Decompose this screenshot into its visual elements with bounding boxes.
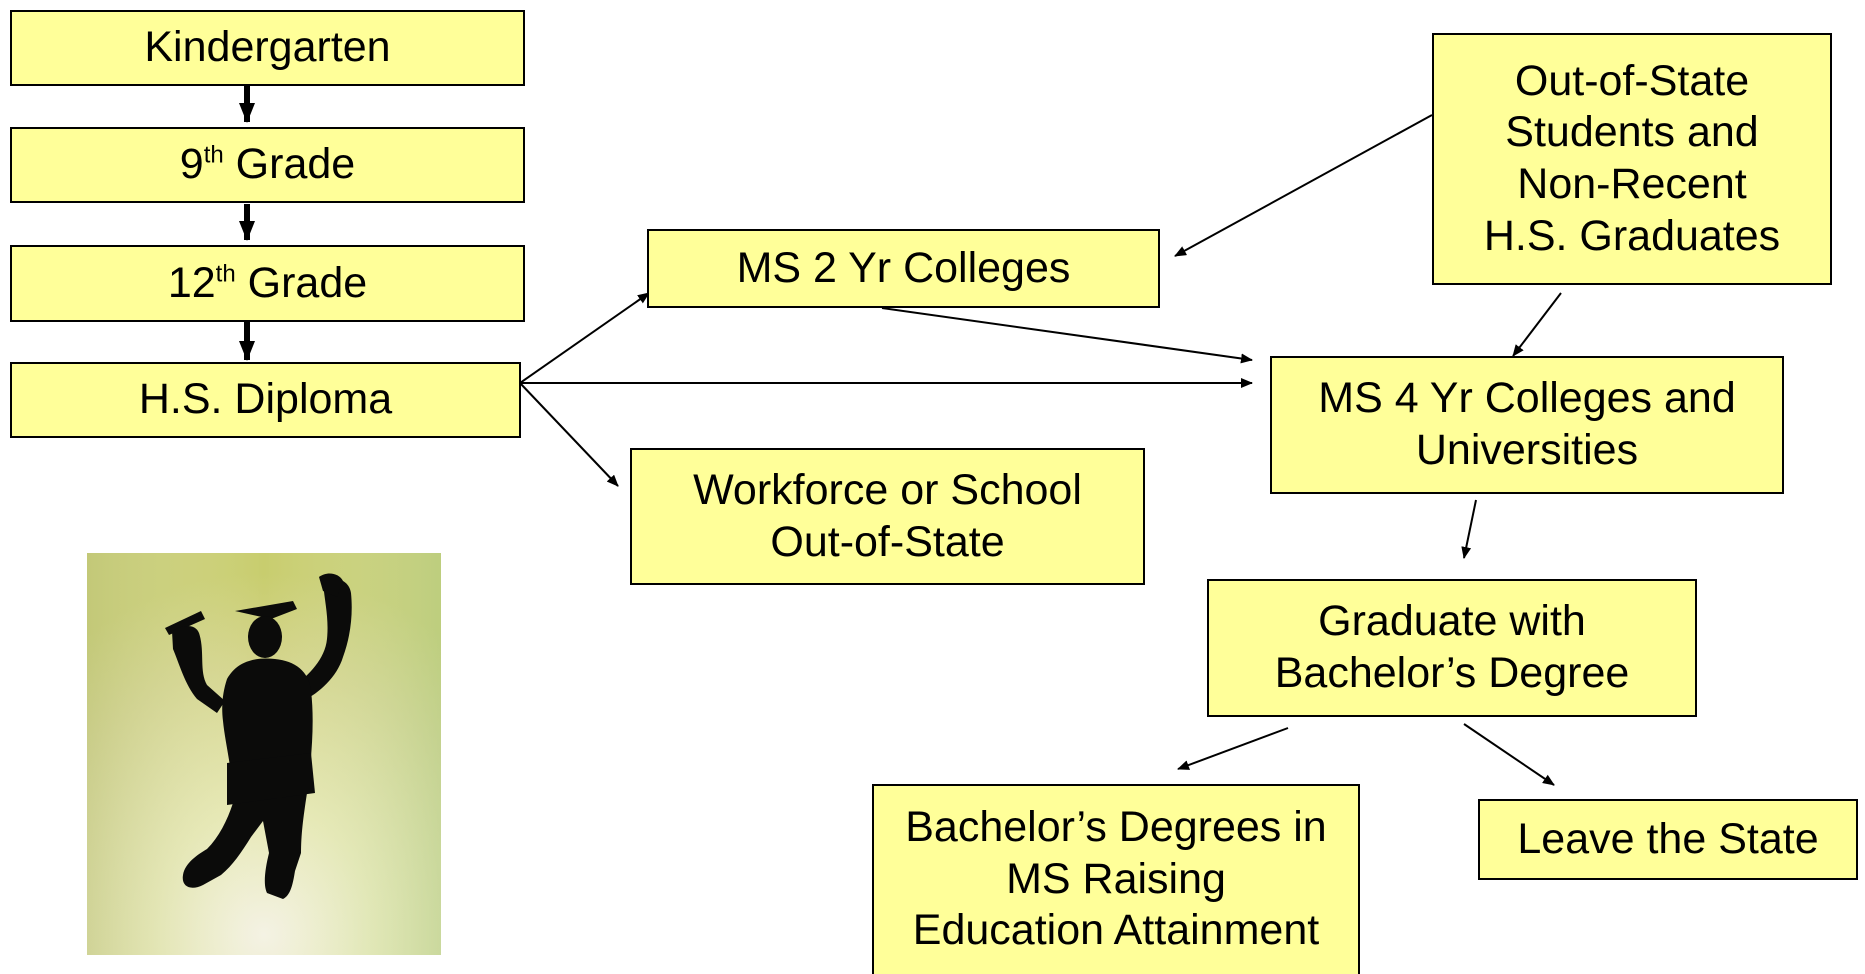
node-out-of-state-students: Out-of-State Students and Non-Recent H.S… bbox=[1432, 33, 1832, 285]
arrow-2yr-to-4yr bbox=[881, 307, 1253, 364]
node-ninth-grade-label: 9th Grade bbox=[179, 140, 356, 189]
arrow-hs-to-2yr bbox=[519, 292, 650, 384]
node-bachelors-degrees-ms: Bachelor’s Degrees in MS Raising Educati… bbox=[872, 784, 1360, 974]
node-graduate-bachelors: Graduate with Bachelor’s Degree bbox=[1207, 579, 1697, 717]
arrow-graduate-to-bachelors bbox=[1177, 727, 1289, 770]
node-bachelors-ms-label: Bachelor’s Degrees in MS Raising Educati… bbox=[905, 803, 1327, 955]
node-ms-4yr-colleges: MS 4 Yr Colleges and Universities bbox=[1270, 356, 1784, 494]
node-workforce-out-of-state: Workforce or School Out-of-State bbox=[630, 448, 1145, 585]
node-ms-2yr-colleges: MS 2 Yr Colleges bbox=[647, 229, 1160, 308]
node-kindergarten: Kindergarten bbox=[10, 10, 525, 86]
node-hs-diploma-label: H.S. Diploma bbox=[138, 375, 393, 424]
arrow-hs-to-workforce bbox=[519, 382, 619, 487]
node-twelfth-grade-label: 12th Grade bbox=[167, 258, 368, 307]
graduate-jumping-image bbox=[87, 553, 441, 955]
node-ninth-grade: 9th Grade bbox=[10, 127, 525, 203]
node-twelfth-grade: 12th Grade bbox=[10, 245, 525, 322]
node-hs-diploma: H.S. Diploma bbox=[10, 362, 521, 438]
node-kindergarten-label: Kindergarten bbox=[144, 23, 391, 72]
node-workforce-label: Workforce or School Out-of-State bbox=[693, 465, 1082, 566]
arrow-4yr-to-graduate bbox=[1461, 499, 1477, 559]
arrow-outofstate-to-4yr bbox=[1512, 292, 1562, 357]
node-leave-state-label: Leave the State bbox=[1517, 814, 1819, 863]
node-leave-the-state: Leave the State bbox=[1478, 799, 1858, 880]
arrow-outofstate-to-2yr bbox=[1174, 114, 1433, 257]
graduate-jumping-silhouette-icon bbox=[87, 553, 441, 955]
node-graduate-label: Graduate with Bachelor’s Degree bbox=[1274, 597, 1630, 697]
node-ms-2yr-label: MS 2 Yr Colleges bbox=[736, 243, 1071, 292]
node-out-of-state-label: Out-of-State Students and Non-Recent H.S… bbox=[1483, 56, 1781, 260]
arrow-graduate-to-leave bbox=[1463, 723, 1555, 786]
node-ms-4yr-label: MS 4 Yr Colleges and Universities bbox=[1318, 374, 1736, 474]
